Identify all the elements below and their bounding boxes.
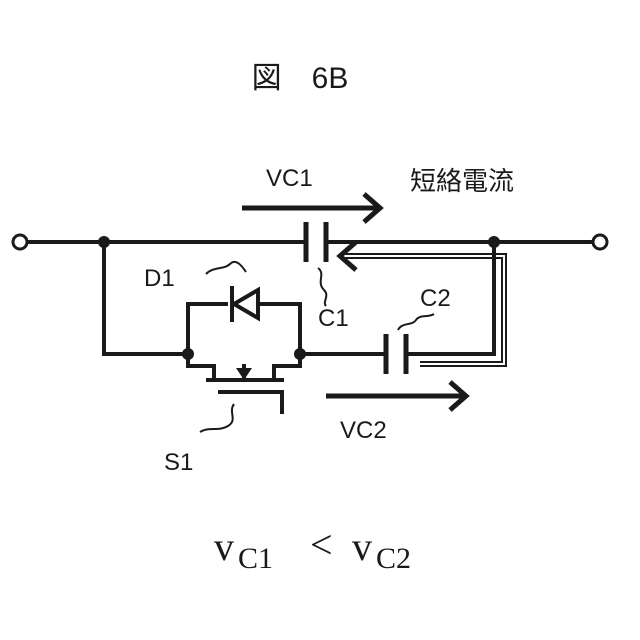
formula-rhs-subscript: C2 bbox=[376, 542, 411, 575]
junction-right-top bbox=[488, 236, 500, 248]
vc1-label: VC1 bbox=[266, 165, 313, 192]
c1-label: C1 bbox=[318, 305, 349, 332]
formula-rhs-v: v bbox=[352, 524, 372, 569]
vc2-label: VC2 bbox=[340, 417, 387, 444]
voltage-inequality: v C1 < v C2 bbox=[214, 522, 411, 575]
figure-title: 図 6B bbox=[252, 62, 349, 95]
formula-lhs-subscript: C1 bbox=[238, 542, 273, 575]
diode-d1-triangle bbox=[234, 290, 258, 318]
left-terminal bbox=[13, 235, 27, 249]
c2-leader-line bbox=[398, 314, 434, 330]
diode-loop-wire-right bbox=[258, 304, 300, 354]
diode-loop-wire-left bbox=[188, 304, 226, 354]
c1-leader-line bbox=[318, 268, 326, 306]
s1-label: S1 bbox=[164, 449, 193, 476]
d1-leader-line bbox=[206, 262, 246, 274]
short-circuit-current-label: 短絡電流 bbox=[410, 166, 514, 196]
junction-diode-left bbox=[182, 348, 194, 360]
s1-leader-line bbox=[200, 404, 234, 432]
short-circuit-arrowhead bbox=[340, 242, 356, 270]
c2-label: C2 bbox=[420, 285, 451, 312]
right-terminal bbox=[593, 235, 607, 249]
formula-operator: < bbox=[310, 522, 333, 567]
formula-lhs-v: v bbox=[214, 524, 234, 569]
d1-label: D1 bbox=[144, 265, 175, 292]
junction-left-top bbox=[98, 236, 110, 248]
junction-diode-right bbox=[294, 348, 306, 360]
